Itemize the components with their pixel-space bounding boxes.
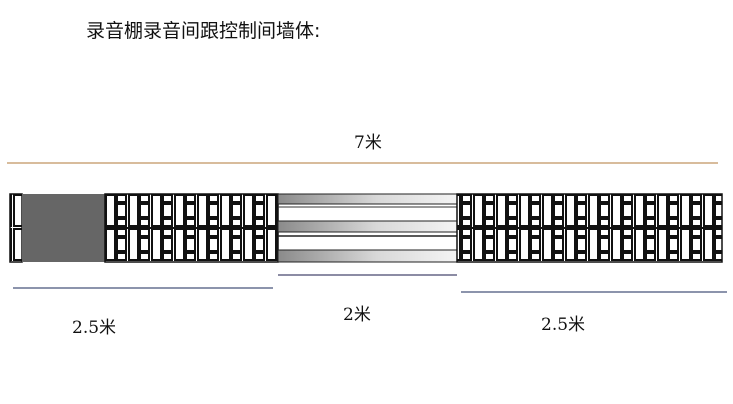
diagram-title: 录音棚录音间跟控制间墙体:: [86, 20, 321, 42]
observation-window: [277, 193, 458, 263]
left-wall-width-label: 2.5米: [72, 318, 117, 338]
window-width-label: 2米: [343, 305, 371, 325]
total-width-label: 7米: [354, 133, 382, 153]
left-wall-edge: [9, 193, 23, 263]
concrete-column: [22, 194, 105, 262]
right-wall-width-label: 2.5米: [541, 315, 586, 335]
